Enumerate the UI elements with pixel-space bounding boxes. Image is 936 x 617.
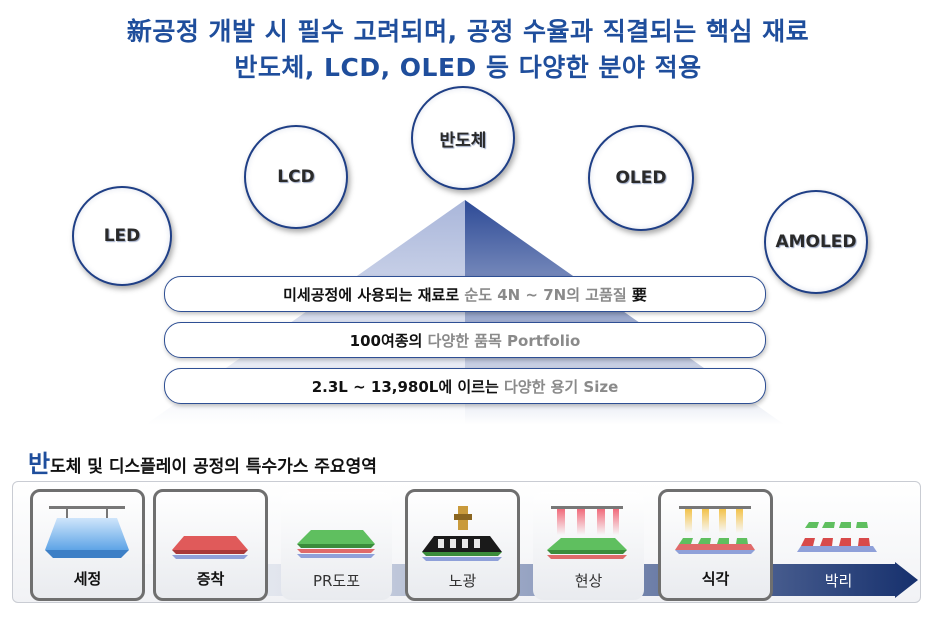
process-step-stripping: 박리 bbox=[783, 492, 894, 600]
headline-1: 新공정 개발 시 필수 고려되며, 공정 수율과 직결되는 핵심 재료 bbox=[126, 17, 810, 46]
section-title: 반도체 및 디스플레이 공정의 특수가스 주요영역 bbox=[28, 444, 377, 479]
feature-highlight: 고품질 bbox=[585, 285, 627, 304]
stripping-icon bbox=[797, 522, 877, 552]
feature-highlight: 다양한 품목 Portfolio bbox=[427, 331, 581, 350]
feature-text: 2.3L ~ 13,980L에 이르는 bbox=[311, 377, 504, 396]
section-title-initial: 반 bbox=[28, 450, 51, 478]
pr-coating-icon bbox=[297, 530, 375, 558]
field-label: 반도체 bbox=[439, 130, 487, 151]
step-label: 식각 bbox=[701, 570, 730, 588]
feature-purity: 미세공정에 사용되는 재료로 순도 4N ~ 7N의 고품질 要 bbox=[164, 276, 766, 312]
feature-text: 100여종의 bbox=[349, 331, 428, 350]
process-step-etching: 식각 bbox=[658, 489, 773, 601]
field-label: LED bbox=[103, 226, 141, 246]
headline-2: 반도체, LCD, OLED 등 다양한 분야 적용 bbox=[234, 53, 702, 82]
exposure-icon bbox=[422, 506, 502, 561]
feature-text: 要 bbox=[626, 285, 647, 304]
field-label: LCD bbox=[277, 167, 315, 187]
process-step-development: 현상 bbox=[533, 492, 644, 600]
step-label: 현상 bbox=[574, 572, 603, 590]
step-label: 증착 bbox=[196, 570, 225, 588]
field-label: OLED bbox=[615, 168, 667, 188]
deposition-icon bbox=[172, 536, 248, 559]
field-circle-amoled: AMOLED bbox=[764, 190, 868, 294]
feature-container-size: 2.3L ~ 13,980L에 이르는 다양한 용기 Size bbox=[164, 368, 766, 404]
process-step-cleaning: 세정 bbox=[30, 489, 145, 601]
feature-highlight: 순도 4N ~ 7N의 bbox=[464, 285, 586, 304]
step-label: 박리 bbox=[824, 572, 853, 590]
field-circle-oled: OLED bbox=[588, 125, 694, 231]
development-icon bbox=[547, 506, 627, 559]
process-step-deposition: 증착 bbox=[153, 489, 268, 601]
step-label: PR도포 bbox=[312, 572, 361, 590]
field-circle-lcd: LCD bbox=[244, 125, 348, 229]
field-circle-semiconductor: 반도체 bbox=[411, 86, 515, 190]
etching-icon bbox=[675, 506, 755, 554]
feature-portfolio: 100여종의 다양한 품목 Portfolio bbox=[164, 322, 766, 358]
feature-highlight: 다양한 용기 Size bbox=[503, 377, 619, 396]
process-step-exposure: 노광 bbox=[405, 489, 520, 601]
step-label: 노광 bbox=[448, 572, 477, 590]
field-circle-led: LED bbox=[72, 186, 172, 286]
step-label: 세정 bbox=[73, 570, 102, 588]
field-label: AMOLED bbox=[775, 232, 857, 252]
process-step-pr-coating: PR도포 bbox=[281, 492, 392, 600]
feature-text: 미세공정에 사용되는 재료로 bbox=[283, 285, 465, 304]
section-title-text: 도체 및 디스플레이 공정의 특수가스 주요영역 bbox=[50, 457, 377, 477]
cleaning-icon bbox=[45, 506, 129, 558]
